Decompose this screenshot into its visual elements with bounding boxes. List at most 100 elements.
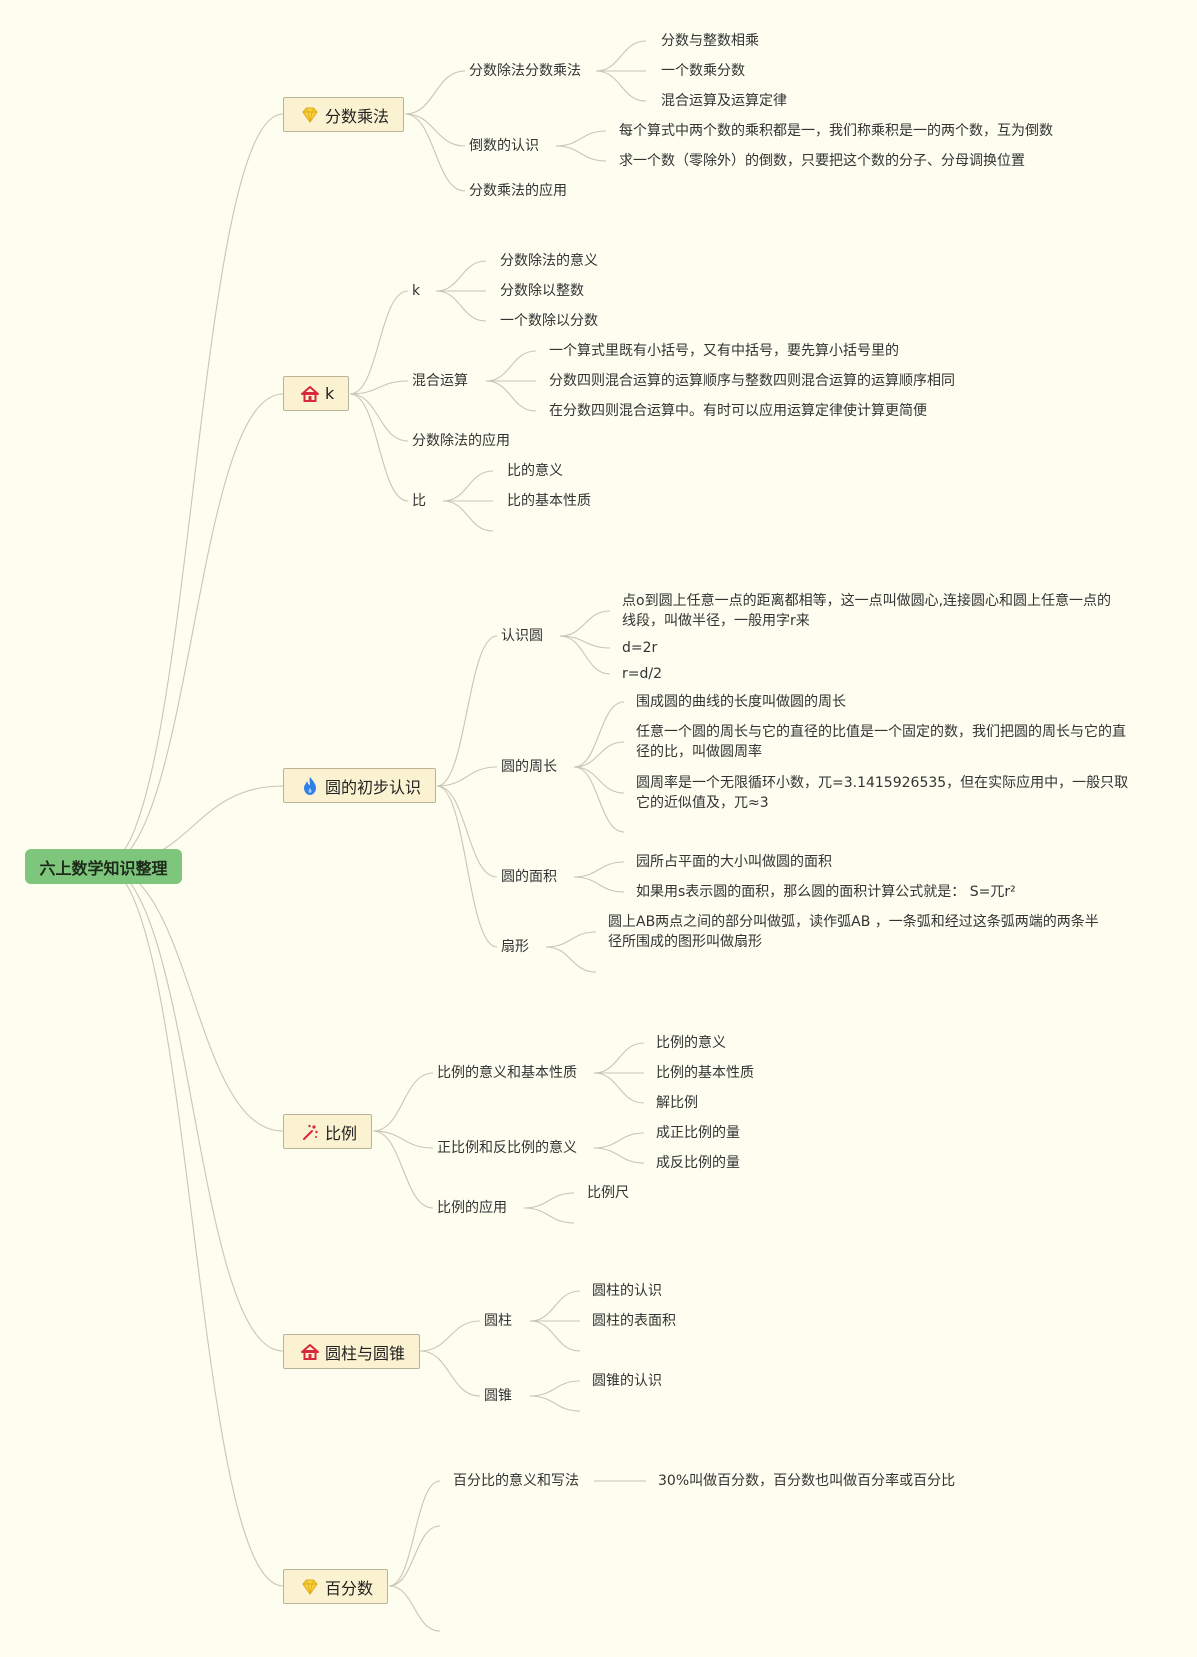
sparkle-icon [300, 1122, 320, 1142]
connector-line [436, 635, 498, 787]
flame-icon [300, 776, 320, 796]
leaf[interactable]: 分数与整数相乘 [661, 33, 759, 49]
leaf[interactable]: 任意一个圆的周长与它的直径的比值是一个固定的数，我们把圆的周长与它的直径的比，叫… [636, 724, 1126, 760]
connector-line [573, 876, 625, 893]
leaf[interactable]: 一个数乘分数 [661, 63, 745, 79]
connector-line [545, 931, 597, 948]
topic-fraction-multiplication[interactable]: 分数乘法 [283, 97, 405, 132]
leaf[interactable]: 分数四则混合运算的运算顺序与整数四则混合运算的运算顺序相同 [549, 373, 955, 389]
leaf[interactable]: 圆锥的认识 [592, 1373, 662, 1389]
connector-line [442, 500, 494, 532]
leaf[interactable]: 30%叫做百分数，百分数也叫做百分率或百分比 [658, 1473, 956, 1489]
connector-line [545, 946, 597, 973]
leaf[interactable]: r=d/2 [622, 666, 662, 682]
subtopic[interactable]: 圆柱 [484, 1313, 512, 1329]
connector-line [349, 393, 409, 442]
connector-line [523, 1192, 575, 1209]
subtopic[interactable]: 比例的应用 [437, 1200, 507, 1216]
connector-line [573, 766, 625, 794]
subtopic[interactable]: 比 [412, 493, 426, 509]
connector-line [593, 1072, 645, 1104]
leaf[interactable]: 在分数四则混合运算中。有时可以应用运算定律使计算更简便 [549, 403, 927, 419]
connector-line [485, 350, 537, 382]
subtopic[interactable]: 圆锥 [484, 1388, 512, 1404]
leaf[interactable]: 每个算式中两个数的乘积都是一，我们称乘积是一的两个数，互为倒数 [619, 123, 1053, 139]
topic-fraction-division[interactable]: k [283, 376, 350, 411]
connector-line [404, 113, 466, 192]
topic-percentage[interactable]: 百分数 [283, 1569, 389, 1604]
connector-line [436, 785, 498, 948]
connector-line [102, 865, 284, 1132]
connector-line [593, 1147, 645, 1164]
connector-line [559, 635, 611, 675]
connector-line [419, 1350, 481, 1397]
connector-line [555, 130, 607, 147]
subtopic[interactable]: k [412, 283, 421, 299]
subtopic[interactable]: 分数乘法的应用 [469, 183, 567, 199]
leaf[interactable]: 点o到圆上任意一点的距离都相等，这一点叫做圆心,连接圆心和圆上任意一点的线段，叫… [622, 593, 1112, 629]
diamond-icon [300, 105, 320, 125]
connector-line [388, 1525, 441, 1587]
leaf[interactable]: 比的基本性质 [507, 493, 591, 509]
leaf[interactable]: 一个算式里既有小括号，又有中括号，要先算小括号里的 [549, 343, 899, 359]
subtopic[interactable]: 分数除法分数乘法 [469, 63, 581, 79]
connector-line [573, 741, 625, 768]
connector-line [372, 1072, 434, 1132]
connector-line [372, 1130, 434, 1209]
subtopic[interactable]: 正比例和反比例的意义 [437, 1140, 577, 1156]
subtopic[interactable]: 分数除法的应用 [412, 433, 510, 449]
connector-line [529, 1395, 581, 1412]
leaf[interactable]: 圆柱的表面积 [592, 1313, 676, 1329]
connector-line [102, 865, 284, 1352]
leaf[interactable]: 求一个数（零除外）的倒数，只要把这个数的分子、分母调换位置 [619, 153, 1025, 169]
root-topic[interactable]: 六上数学知识整理 [25, 849, 182, 884]
topic-circle[interactable]: 圆的初步认识 [283, 768, 437, 803]
connector-line [573, 766, 625, 833]
leaf[interactable]: 比的意义 [507, 463, 563, 479]
subtopic[interactable]: 圆的周长 [501, 759, 557, 775]
leaf[interactable]: d=2r [622, 640, 658, 656]
subtopic[interactable]: 扇形 [501, 939, 529, 955]
connector-line [573, 701, 625, 768]
leaf[interactable]: 解比例 [656, 1095, 698, 1111]
subtopic[interactable]: 倒数的认识 [469, 138, 539, 154]
subtopic[interactable]: 混合运算 [412, 373, 468, 389]
subtopic[interactable]: 百分比的意义和写法 [453, 1473, 579, 1489]
subtopic[interactable]: 圆的面积 [501, 869, 557, 885]
subtopic[interactable]: 认识圆 [501, 628, 543, 644]
leaf[interactable]: 如果用s表示圆的面积，那么圆的面积计算公式就是： S=兀r² [636, 884, 1016, 900]
leaf[interactable]: 成正比例的量 [656, 1125, 740, 1141]
connector-line [435, 290, 487, 322]
connector-line [485, 380, 537, 412]
leaf[interactable]: 比例尺 [587, 1185, 629, 1201]
topic-cylinder-cone[interactable]: 圆柱与圆锥 [283, 1334, 421, 1369]
connector-line [388, 1585, 441, 1632]
connector-line [372, 1130, 434, 1149]
connector-line [349, 380, 409, 395]
leaf[interactable]: 混合运算及运算定律 [661, 93, 787, 109]
leaf[interactable]: 圆上AB两点之间的部分叫做弧，读作弧AB ，一条弧和经过这条弧两端的两条半径所围… [608, 914, 1099, 950]
leaf[interactable]: 分数除以整数 [500, 283, 584, 299]
diamond-icon [300, 1577, 320, 1597]
leaf[interactable]: 圆周率是一个无限循环小数，兀=3.1415926535，但在实际应用中，一般只取… [636, 775, 1129, 811]
connector-line [349, 290, 409, 395]
leaf[interactable]: 园所占平面的大小叫做圆的面积 [636, 854, 832, 870]
leaf[interactable]: 比例的基本性质 [656, 1065, 754, 1081]
connector-line [595, 70, 647, 102]
leaf[interactable]: 成反比例的量 [656, 1155, 740, 1171]
leaf[interactable]: 分数除法的意义 [500, 253, 598, 269]
leaf[interactable]: 围成圆的曲线的长度叫做圆的周长 [636, 694, 846, 710]
leaf[interactable]: 圆柱的认识 [592, 1283, 662, 1299]
connector-line [102, 393, 284, 867]
connector-line [436, 766, 498, 787]
connector-line [593, 1132, 645, 1149]
leaf[interactable]: 比例的意义 [656, 1035, 726, 1051]
subtopic[interactable]: 比例的意义和基本性质 [437, 1065, 577, 1081]
connector-line [349, 393, 409, 502]
connector-line [595, 40, 647, 72]
connector-line [529, 1380, 581, 1397]
connector-line [404, 113, 466, 147]
leaf[interactable]: 一个数除以分数 [500, 313, 598, 329]
connector-line [102, 113, 284, 867]
topic-proportion[interactable]: 比例 [283, 1114, 373, 1149]
